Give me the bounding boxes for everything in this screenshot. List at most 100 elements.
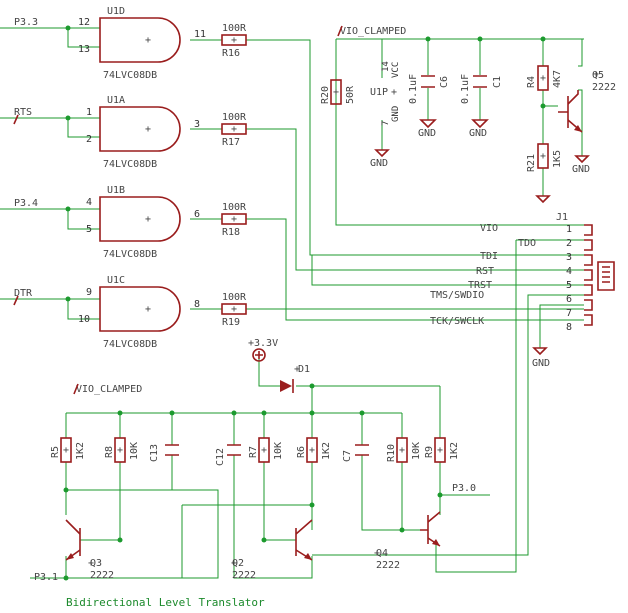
svg-text:5: 5 — [86, 224, 92, 235]
svg-text:2222: 2222 — [592, 82, 616, 93]
svg-text:2222: 2222 — [376, 560, 400, 571]
svg-text:+: + — [231, 124, 237, 135]
svg-text:GND: GND — [469, 128, 487, 139]
svg-text:+: + — [231, 35, 237, 46]
svg-text:3: 3 — [194, 119, 200, 130]
svg-text:U1A: U1A — [107, 95, 125, 106]
resistor-r16: + 100R R16 — [221, 23, 247, 59]
svg-text:10K: 10K — [273, 442, 284, 460]
svg-text:R7: R7 — [248, 446, 259, 458]
resistor-r21: + R21 1K5 — [526, 143, 563, 172]
supply-plus33v: +3.3V — [248, 338, 278, 362]
svg-text:74LVC08DB: 74LVC08DB — [103, 70, 157, 81]
svg-text:5: 5 — [566, 280, 572, 291]
svg-text:Q5: Q5 — [592, 70, 604, 81]
svg-text:74LVC08DB: 74LVC08DB — [103, 249, 157, 260]
svg-text:+: + — [399, 445, 405, 456]
svg-text:1K5: 1K5 — [552, 150, 563, 168]
transistor-q2: Q2 2222 + — [231, 519, 313, 581]
svg-text:1K2: 1K2 — [449, 442, 460, 460]
svg-text:R8: R8 — [104, 446, 115, 458]
svg-text:4: 4 — [86, 197, 92, 208]
net-label-p34: P3.4 — [14, 198, 38, 209]
svg-text:D1: D1 — [298, 364, 310, 375]
svg-text:C6: C6 — [439, 76, 450, 88]
junctions — [63, 25, 546, 581]
svg-text:100R: 100R — [222, 112, 247, 123]
svg-text:10: 10 — [78, 314, 90, 325]
svg-text:74LVC08DB: 74LVC08DB — [103, 339, 157, 350]
resistor-r6: + R6 1K2 — [296, 437, 332, 463]
svg-text:R4: R4 — [526, 76, 537, 88]
resistor-r9: + R9 1K2 — [424, 437, 460, 463]
wires — [0, 27, 584, 579]
gate-u1c: + 9 10 8 U1C 74LVC08DB — [78, 275, 200, 350]
svg-text:3: 3 — [566, 252, 572, 263]
resistor-r20: + R20 50R — [320, 79, 356, 105]
svg-text:U1D: U1D — [107, 6, 125, 17]
svg-text:10K: 10K — [411, 442, 422, 460]
capacitor-c7: C7 — [342, 444, 369, 462]
svg-text:R18: R18 — [222, 227, 240, 238]
gnd-symbol-j1: GND — [532, 347, 550, 369]
svg-text:+: + — [294, 364, 300, 375]
net-label-p33: P3.3 — [14, 17, 38, 28]
svg-text:100R: 100R — [222, 202, 247, 213]
net-label-tdi: TDI — [480, 251, 498, 262]
svg-text:+: + — [231, 558, 237, 569]
capacitor-c13: C13 — [149, 444, 179, 462]
transistor-q5: Q5 2222 + — [558, 69, 616, 133]
svg-text:+: + — [88, 558, 94, 569]
svg-text:GND: GND — [572, 164, 590, 175]
resistor-r10: + R10 10K — [386, 437, 422, 463]
svg-text:+: + — [437, 445, 443, 456]
svg-text:+: + — [261, 445, 267, 456]
connector-j1: J1 1 2 3 4 5 6 7 8 — [556, 212, 615, 333]
svg-text:+: + — [145, 214, 151, 225]
svg-text:8: 8 — [566, 322, 572, 333]
svg-text:100R: 100R — [222, 23, 247, 34]
net-label-dtr: DTR — [14, 288, 33, 299]
net-label-vio-clamped-top: VIO_CLAMPED — [340, 26, 406, 37]
resistor-r19: + 100R R19 — [221, 292, 247, 328]
svg-text:+: + — [117, 445, 123, 456]
svg-text:R5: R5 — [50, 446, 61, 458]
svg-text:1: 1 — [86, 107, 92, 118]
svg-text:R17: R17 — [222, 137, 240, 148]
net-label-tck: TCK/SWCLK — [430, 316, 484, 327]
net-label-rts: RTS — [14, 107, 32, 118]
svg-text:8: 8 — [194, 299, 200, 310]
svg-text:2222: 2222 — [90, 570, 114, 581]
svg-text:Q3: Q3 — [90, 558, 102, 569]
svg-text:100R: 100R — [222, 292, 247, 303]
svg-text:U1C: U1C — [107, 275, 125, 286]
gnd-symbol-u1p: GND — [370, 149, 390, 169]
net-label-vio: VIO — [480, 223, 498, 234]
svg-text:1: 1 — [566, 224, 572, 235]
svg-text:+: + — [540, 73, 546, 84]
capacitor-c6: 0.1uF C6 — [408, 74, 450, 104]
svg-text:+: + — [145, 124, 151, 135]
and-gate-symbol — [99, 286, 181, 332]
svg-text:1K2: 1K2 — [321, 442, 332, 460]
svg-text:6: 6 — [194, 209, 200, 220]
svg-text:C7: C7 — [342, 450, 353, 462]
svg-text:R21: R21 — [526, 154, 537, 172]
and-gate-symbol — [99, 106, 181, 152]
power-u1p: 14 VCC U1P 7 GND + — [370, 61, 401, 126]
svg-text:6: 6 — [566, 294, 572, 305]
svg-text:7: 7 — [566, 308, 572, 319]
net-label-rst: RST — [476, 266, 494, 277]
resistor-r18: + 100R R18 — [221, 202, 247, 238]
capacitor-c1: 0.1uF C1 — [460, 74, 503, 104]
svg-text:GND: GND — [391, 106, 401, 122]
svg-text:R9: R9 — [424, 446, 435, 458]
svg-text:7: 7 — [381, 121, 391, 126]
net-label-tdo: TDO — [518, 238, 536, 249]
svg-text:10K: 10K — [129, 442, 140, 460]
svg-text:0.1uF: 0.1uF — [460, 74, 471, 104]
svg-text:R19: R19 — [222, 317, 240, 328]
svg-text:+: + — [145, 304, 151, 315]
